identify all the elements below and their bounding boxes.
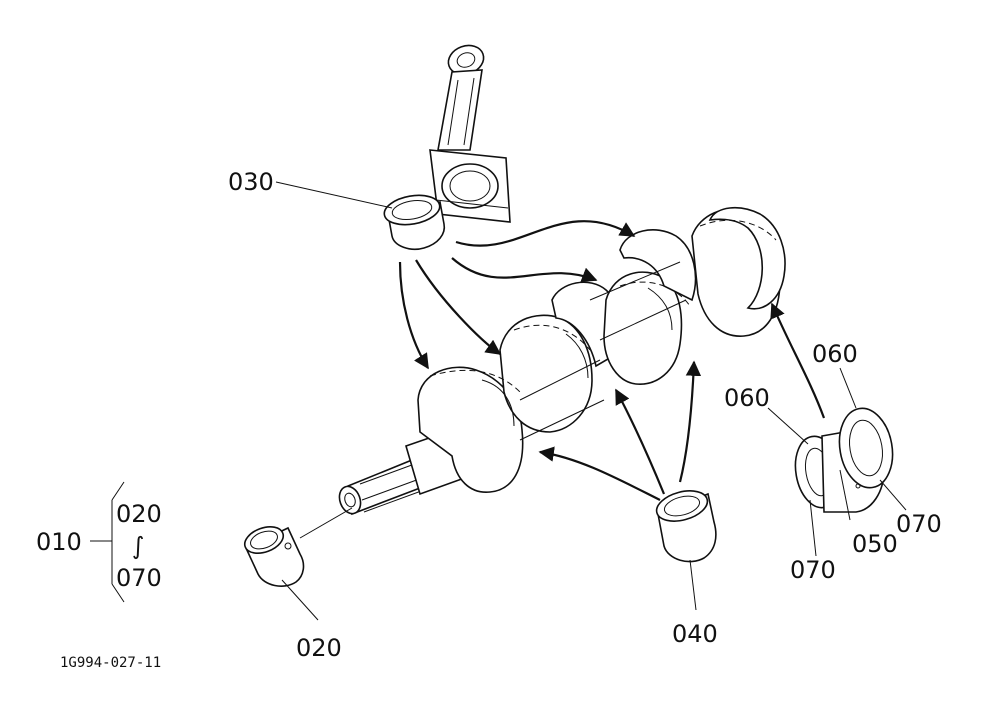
callout-050: 050: [852, 530, 898, 558]
callout-020: 020: [296, 634, 342, 662]
figure-id: 1G994-027-11: [60, 655, 161, 671]
callout-040: 040: [672, 620, 718, 648]
callout-030: 030: [228, 168, 274, 196]
connecting-rod: [429, 44, 511, 223]
crankshaft-bush-020: [243, 507, 353, 587]
callout-020-group: 020: [116, 500, 162, 528]
assembly-arrows: [398, 220, 826, 501]
range-symbol: ∫: [132, 532, 145, 560]
callout-060-left: 060: [724, 384, 770, 412]
callout-070-right: 070: [896, 510, 942, 538]
callout-010: 010: [36, 528, 82, 556]
thrust-bearing-assembly: [794, 407, 894, 513]
crankshaft: [338, 207, 786, 516]
leader-lines: [275, 181, 907, 621]
assembly-group-bracket: [90, 481, 125, 603]
callout-070-lower: 070: [790, 556, 836, 584]
main-bearing-040: [655, 490, 717, 563]
callout-070-group: 070: [116, 564, 162, 592]
callout-060-right: 060: [812, 340, 858, 368]
conrod-bearing-030: [383, 194, 446, 251]
